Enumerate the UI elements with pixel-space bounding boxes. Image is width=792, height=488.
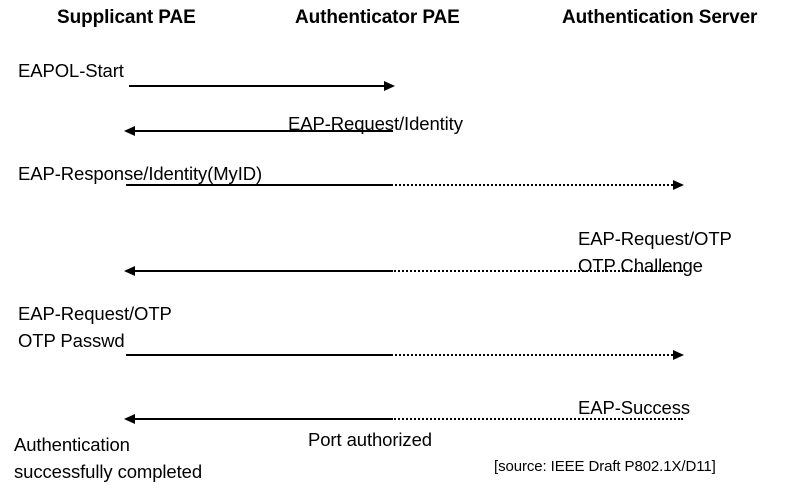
arrowhead-right-eapol-start [384,81,395,91]
message-label-line: EAP-Request/OTP [18,303,172,324]
lane-header-authenticator: Authenticator PAE [295,7,460,28]
message-label-eap-request-otp-passwd: EAP-Request/OTP OTP Passwd [18,300,172,354]
message-label-line: EAP-Success [578,397,690,418]
annotation-text: Authentication [14,434,130,455]
lane-header-supplicant: Supplicant PAE [57,7,196,28]
message-label-eap-request-identity: EAP-Request/Identity [288,110,463,137]
source-attribution: [source: IEEE Draft P802.1X/D11] [494,458,716,475]
message-line-eap-request-otp-passwd-dotted [391,354,673,356]
message-label-line: EAPOL-Start [18,60,124,81]
message-label-line: OTP Passwd [18,330,125,351]
message-label-line: EAP-Request/OTP [578,228,732,249]
arrowhead-right-eap-response-identity [673,180,684,190]
message-line-eap-response-identity-dotted [391,184,673,186]
arrowhead-left-eap-request-identity [124,126,135,136]
message-line-eap-request-otp-passwd-solid [126,354,391,356]
message-label-line: OTP Challenge [578,255,703,276]
annotation-authentication-result: Authentication successfully completed [14,431,202,485]
arrowhead-right-eap-request-otp-passwd [673,350,684,360]
arrowhead-left-eap-success [124,414,135,424]
message-line-eap-success-dotted [391,418,683,420]
annotation-port-authorized: Port authorized [308,426,432,453]
message-line-eap-request-identity [135,130,393,132]
message-label-eap-success: EAP-Success [578,394,690,421]
annotation-text: Port authorized [308,429,432,450]
message-label-eapol-start: EAPOL-Start [18,57,124,84]
message-line-eap-response-identity-solid [126,184,391,186]
message-line-eap-request-otp-challenge-dotted [391,270,683,272]
message-line-eap-success-solid [135,418,391,420]
message-label-line: EAP-Response/Identity(MyID) [18,163,263,184]
message-label-line: EAP-Request/Identity [288,113,463,134]
arrowhead-left-eap-request-otp-challenge [124,266,135,276]
lane-header-authentication-server: Authentication Server [562,7,758,28]
message-line-eap-request-otp-challenge-solid [135,270,391,272]
message-line-eapol-start [129,85,384,87]
message-label-eap-response-identity: EAP-Response/Identity(MyID) [18,160,262,187]
annotation-text: successfully completed [14,461,203,482]
